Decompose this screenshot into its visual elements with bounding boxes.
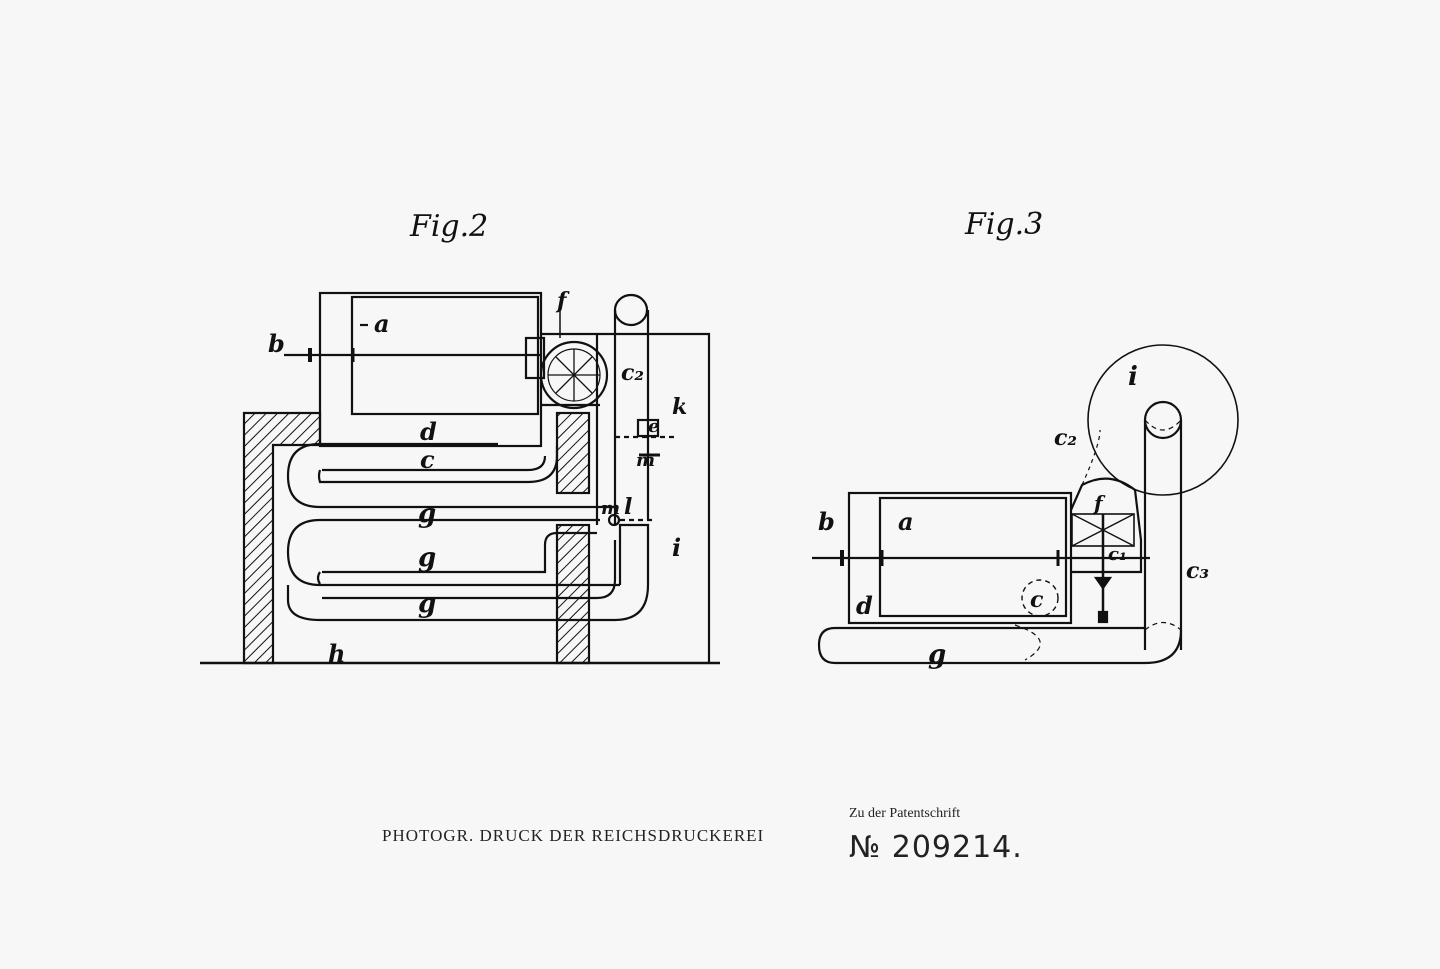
fan-f [539,340,609,410]
fig2-label-c2: c₂ [621,360,644,386]
fig3-label-d: d [856,591,873,620]
hatched-wall-right [555,411,591,665]
fig3-fan-casing [1069,477,1143,574]
fig3-label-c2: c₂ [1054,425,1077,451]
fig3-label-g: g [928,640,946,670]
fig3-label-c1: c₁ [1108,544,1127,565]
fig2-label-d: d [420,417,437,446]
tube-g-lower [286,523,650,622]
hatched-wall-left [242,411,322,665]
fig2-label-e: e [648,416,659,437]
fig3-label-f: f [1092,491,1106,515]
fig2-label-k: k [672,394,687,420]
fig2-label-i: i [672,533,681,562]
fig3-label-c: c [1030,587,1044,613]
tube-g-upper [286,442,615,509]
fig2-label-g1: g [418,499,436,529]
fig2-label-l: l [624,494,632,520]
tube-g-middle [286,518,620,587]
fig2-label-b: b [268,329,285,358]
fig2-label-c: c [420,445,435,474]
figure-2: Fig.2 [200,209,720,668]
fig2-label-m2: m [601,498,620,519]
printer-credit: PHOTOGR. DRUCK DER REICHSDRUCKEREI [382,826,765,845]
fig2-label-f: f [555,288,570,314]
fig3-label-a: a [898,507,914,536]
fig2-label-g3: g [418,589,436,619]
patent-caption: Zu der Patentschrift [849,806,961,821]
fig3-tube-g [817,626,1183,665]
fig2-label-g2: g [418,543,436,573]
patent-number: № 209214. [849,830,1023,865]
figure-3: Fig.3 b a d c [812,207,1239,670]
fig2-label-a: a [374,309,390,338]
fig2-label-m1: m [636,450,655,471]
wheel-i [1087,344,1239,496]
fig3-title: Fig.3 [964,207,1043,242]
fig3-label-c3: c₃ [1186,558,1209,584]
fig2-label-h: h [328,639,345,668]
fig2-title: Fig.2 [409,209,488,244]
fig3-label-b: b [818,507,835,536]
fig3-label-i: i [1128,362,1138,392]
